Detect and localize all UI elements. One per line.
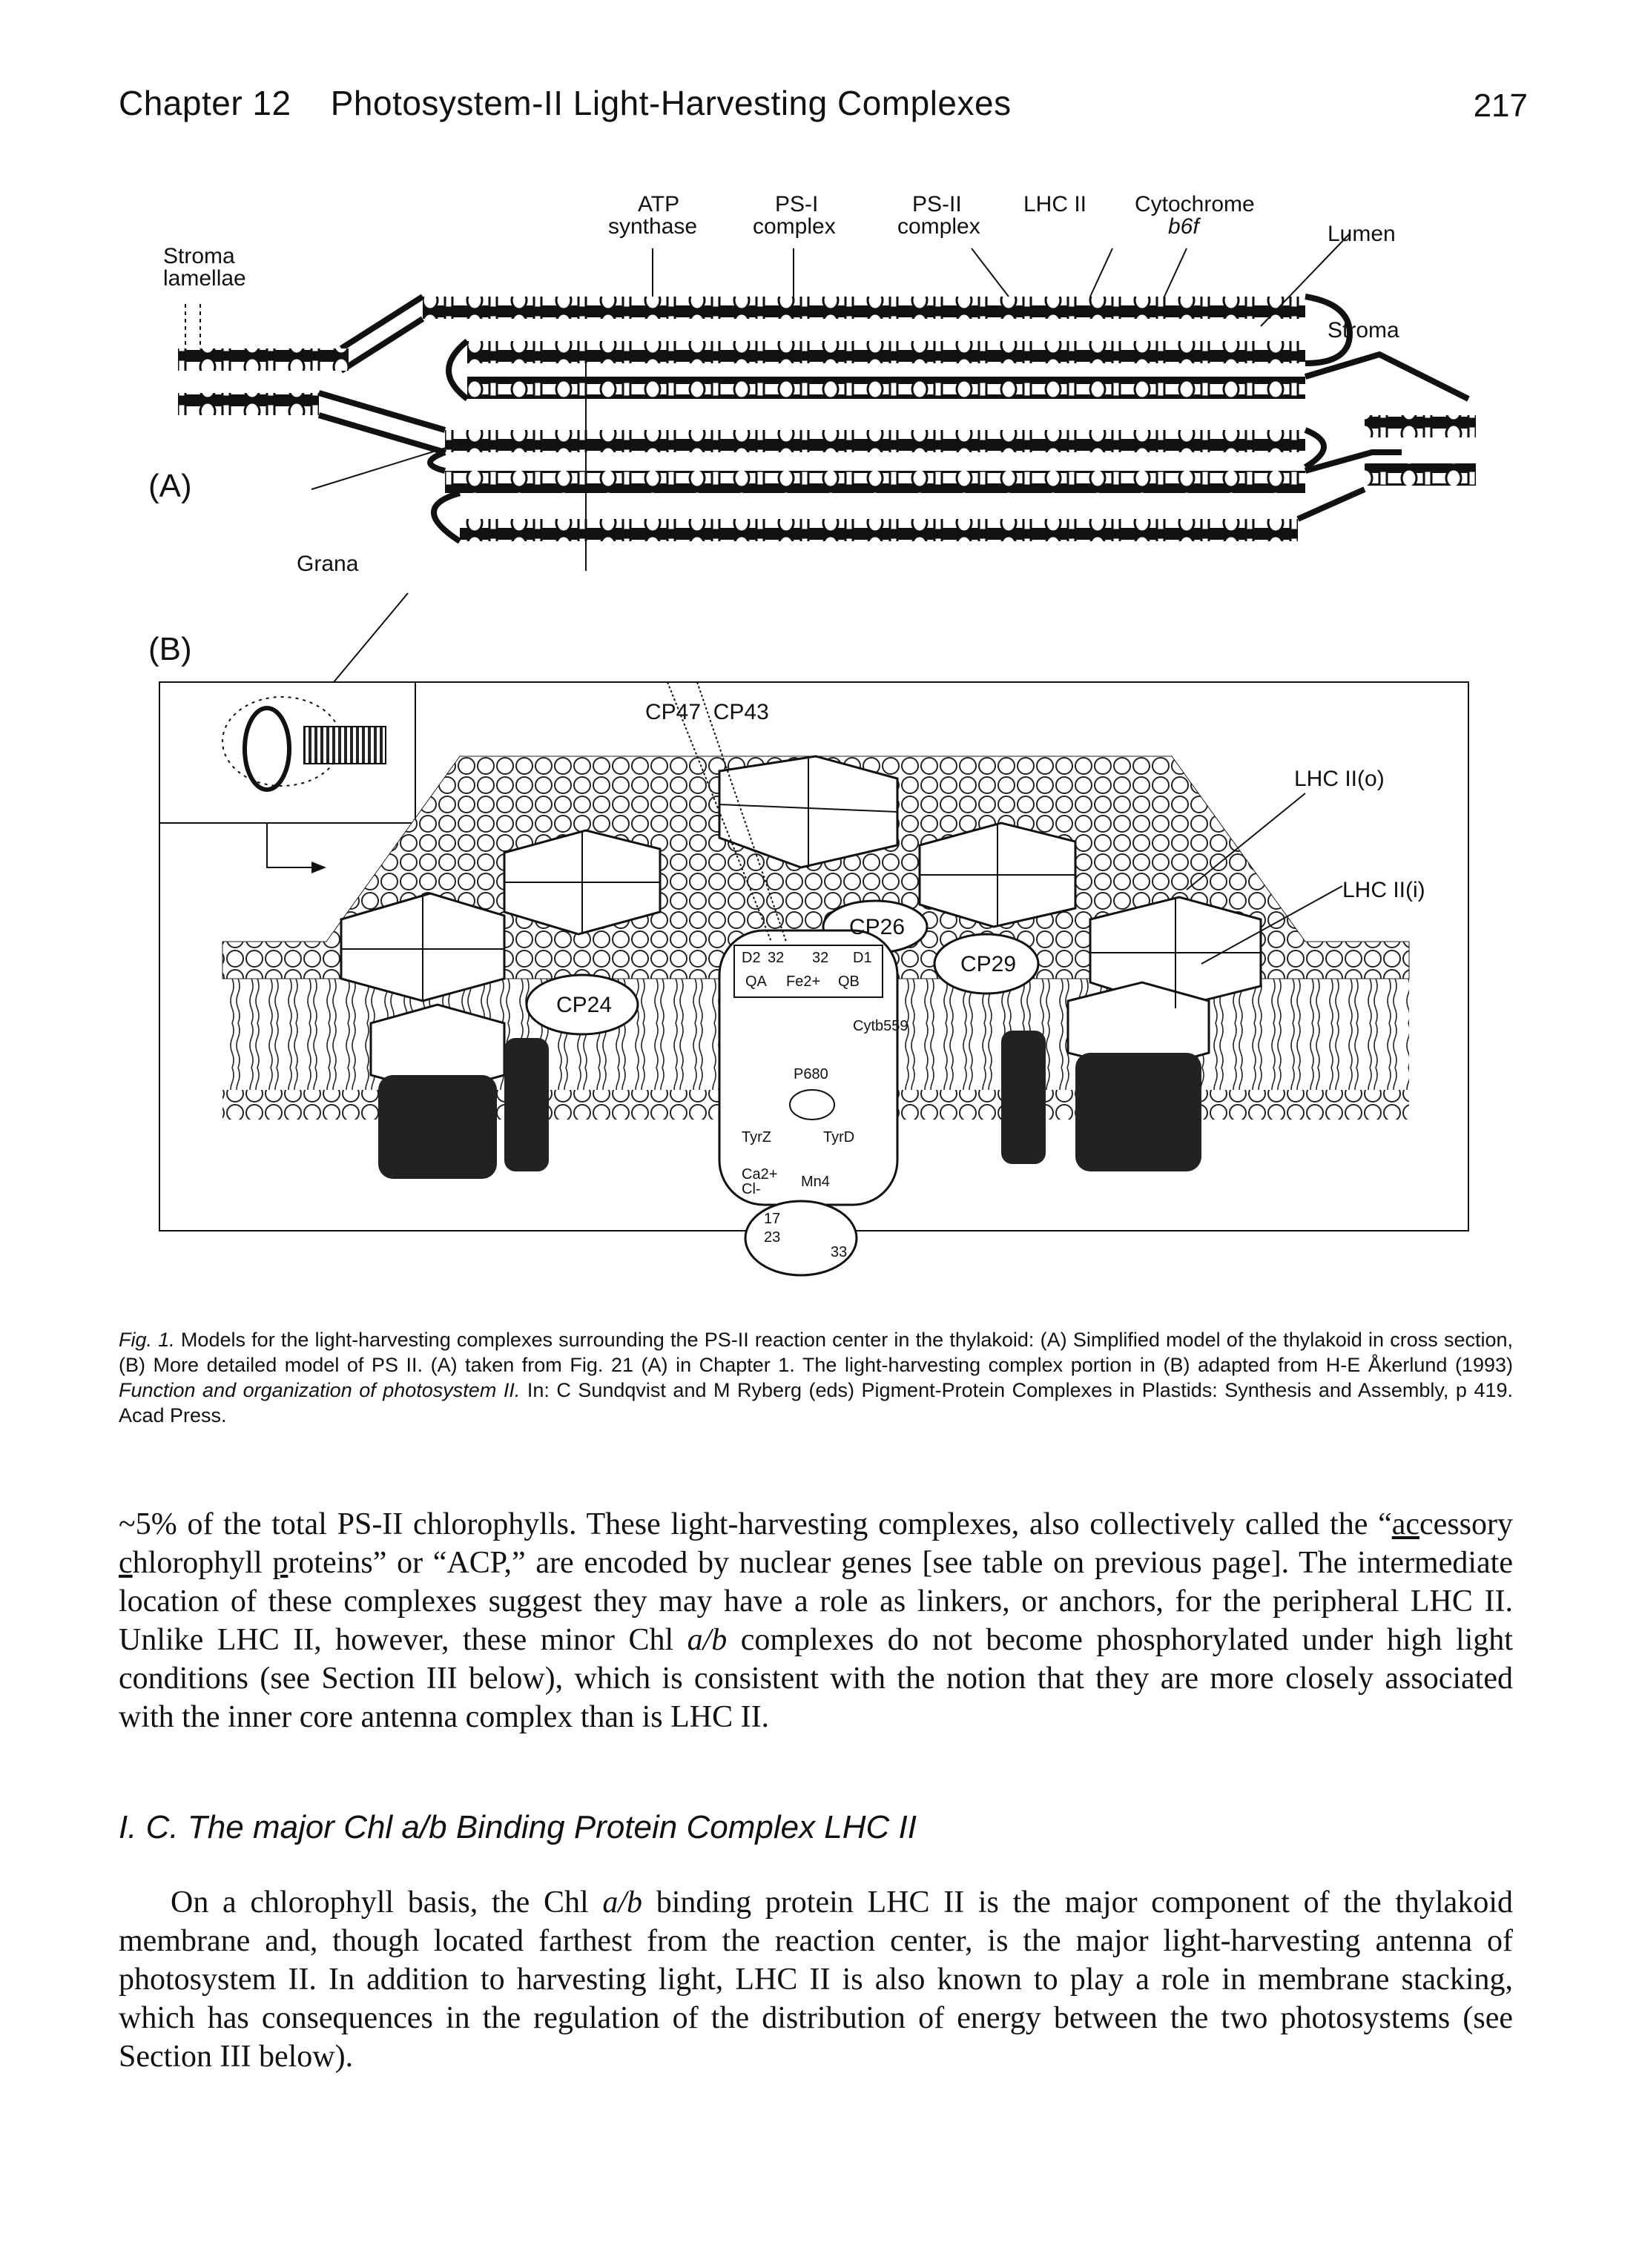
label-cp29: CP29 xyxy=(960,952,1016,976)
grana-disc xyxy=(445,471,1305,493)
lhc2-transmembrane xyxy=(1075,1053,1201,1171)
text-run: roteins” or “ACP,” are encoded by nuclea… xyxy=(119,1546,1513,1657)
label-lhc2: LHC II xyxy=(1023,192,1086,216)
text-run: p xyxy=(272,1546,288,1580)
label-cp47-cp43: CP47 CP43 xyxy=(645,700,769,724)
text-run: binding protein LHC II is the major comp… xyxy=(119,1885,1513,2074)
body-paragraph-1: ~5% of the total PS-II chlorophylls. The… xyxy=(119,1505,1513,1736)
text-run: c xyxy=(119,1546,133,1580)
label-mn: Mn4 xyxy=(801,1174,830,1190)
label-ps2-complex: complex xyxy=(897,214,980,239)
label-fe: Fe2+ xyxy=(786,973,820,990)
label-stroma-lamellae: Stroma xyxy=(163,244,235,268)
label-stroma-lamellae-2: lamellae xyxy=(163,266,246,291)
label-grana: Grana xyxy=(297,552,359,576)
label-b6f: b6f xyxy=(1168,214,1201,239)
label-stroma: Stroma xyxy=(1328,318,1399,343)
label-17: 17 xyxy=(764,1211,780,1227)
label-cp24: CP24 xyxy=(556,993,612,1017)
membrane-band xyxy=(423,297,1305,319)
panel-label-a: (A) xyxy=(148,468,192,504)
figure-caption: Fig. 1. Models for the light-harvesting … xyxy=(119,1327,1513,1428)
page-header: Chapter 12 Photosystem-II Light-Harvesti… xyxy=(119,83,1528,135)
text-run: hlorophyll xyxy=(132,1546,273,1580)
label-qb: QB xyxy=(838,973,860,990)
grana-disc xyxy=(445,430,1305,452)
text-run: a/b xyxy=(687,1623,728,1657)
lhc2-transmembrane xyxy=(378,1075,497,1179)
label-cytb559: Cytb559 xyxy=(853,1018,908,1034)
label-ca: Ca2+ xyxy=(742,1166,777,1183)
panel-label-b: (B) xyxy=(148,631,192,667)
label-lhc2-i: LHC II(i) xyxy=(1342,878,1425,902)
grana-disc xyxy=(467,377,1305,399)
text-run: ac xyxy=(1391,1507,1420,1541)
figure-1: ATP synthase PS-I complex PS-II complex … xyxy=(148,178,1483,1290)
panel-b-ps2-model: CP47 CP43 LHC II(o) LHC II(i) CP26 CP29 … xyxy=(159,681,1469,1277)
text-run: cessory xyxy=(1419,1507,1513,1541)
lhc2-trimer xyxy=(1066,981,1210,1073)
caption-fig-label: Fig. 1. xyxy=(119,1329,175,1351)
label-synthase: synthase xyxy=(608,214,697,239)
running-title: Chapter 12 Photosystem-II Light-Harvesti… xyxy=(119,84,1012,122)
label-d1: D1 xyxy=(853,950,872,966)
label-ps2: PS-II xyxy=(912,192,962,216)
cp29-complex xyxy=(933,933,1040,995)
label-cp26: CP26 xyxy=(849,915,905,939)
label-tyrd: TyrD xyxy=(823,1129,854,1145)
body-paragraph-2: On a chlorophyll basis, the Chl a/b bind… xyxy=(119,1883,1513,2076)
panel-a-thylakoid-cross-section: ATP synthase PS-I complex PS-II complex … xyxy=(148,192,1476,683)
label-23: 23 xyxy=(764,1229,780,1246)
label-32b: 32 xyxy=(812,950,828,966)
section-heading: I. C. The major Chl a/b Binding Protein … xyxy=(119,1809,917,1845)
label-p680: P680 xyxy=(794,1066,828,1082)
label-d2: D2 xyxy=(742,950,761,966)
label-lhc2-o: LHC II(o) xyxy=(1294,767,1385,791)
label-32a: 32 xyxy=(768,950,784,966)
text-run: complexes do not become phosphorylated u… xyxy=(119,1623,1513,1734)
page-number: 217 xyxy=(1473,87,1528,124)
oxygen-evolving-complex xyxy=(744,1200,858,1277)
label-qa: QA xyxy=(745,973,768,990)
label-cl: Cl- xyxy=(742,1181,761,1197)
text-run: a/b xyxy=(602,1885,643,1920)
caption-text-1: Models for the light-harvesting complexe… xyxy=(119,1329,1513,1376)
label-tyrz: TyrZ xyxy=(742,1129,771,1145)
label-ps1: PS-I xyxy=(775,192,818,216)
caption-text-2: In: C Sundqvist and M Ryberg (eds) Pigme… xyxy=(119,1379,1513,1426)
label-33: 33 xyxy=(831,1244,847,1260)
grana-disc xyxy=(460,519,1298,541)
label-atp: ATP xyxy=(638,192,679,216)
grana-disc xyxy=(467,341,1305,363)
label-ps1-complex: complex xyxy=(753,214,836,239)
cp24-complex xyxy=(525,973,639,1036)
text-run: On a chlorophyll basis, the Chl xyxy=(171,1885,603,1920)
label-lumen: Lumen xyxy=(1328,222,1396,246)
text-run: ~5% of the total PS-II chlorophylls. The… xyxy=(119,1507,1392,1541)
thylakoid-diagram: ATP synthase PS-I complex PS-II complex … xyxy=(148,192,1476,1277)
caption-italic-title: Function and organization of photosystem… xyxy=(119,1379,521,1401)
label-cytochrome: Cytochrome xyxy=(1135,192,1255,216)
